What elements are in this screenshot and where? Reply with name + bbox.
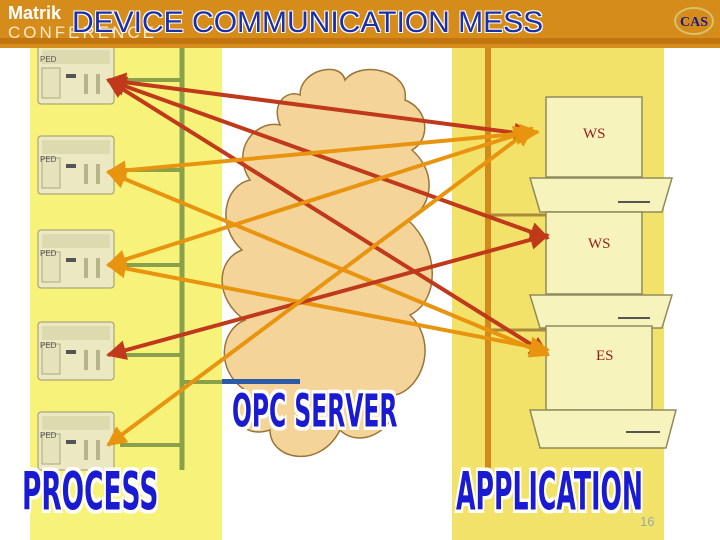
workstation-2 — [528, 211, 674, 329]
device-tag: PED — [40, 155, 57, 164]
plc-device-3: PED — [37, 229, 115, 289]
station-label-es: ES — [596, 348, 614, 364]
slide-title: DEVICE COMMUNICATION MESS — [72, 6, 544, 39]
device-tag: PED — [40, 431, 57, 440]
station-label-ws-1: WS — [583, 126, 606, 142]
brand-subtitle: CONFERENCE — [8, 23, 158, 42]
engineering-station — [529, 325, 677, 449]
workstation-1 — [528, 96, 674, 213]
station-label-ws-2: WS — [588, 236, 611, 252]
page-number: 16 — [640, 514, 655, 529]
plc-device-5: PED — [37, 411, 115, 471]
device-tag: PED — [40, 249, 57, 258]
plc-device-2: PED — [37, 135, 115, 195]
header-bar: Matrik CONFERENCE DEVICE COMMUNICATION M… — [0, 0, 720, 48]
plc-device-4: PED — [37, 321, 115, 381]
plc-device-1: PED — [37, 45, 115, 105]
logo-text: CAS — [680, 15, 708, 30]
device-tag: PED — [40, 341, 57, 350]
comm-arrow — [106, 126, 534, 447]
opc-server-bar — [222, 379, 300, 384]
process-label: PROCESS — [22, 462, 159, 524]
cas-logo: CAS — [674, 7, 714, 35]
brand-name: Matrik — [8, 3, 62, 23]
opc-server-label: OPC SERVER — [232, 386, 398, 439]
header-stripe — [0, 38, 720, 44]
device-tag: PED — [40, 55, 57, 64]
application-label: APPLICATION — [456, 462, 644, 524]
